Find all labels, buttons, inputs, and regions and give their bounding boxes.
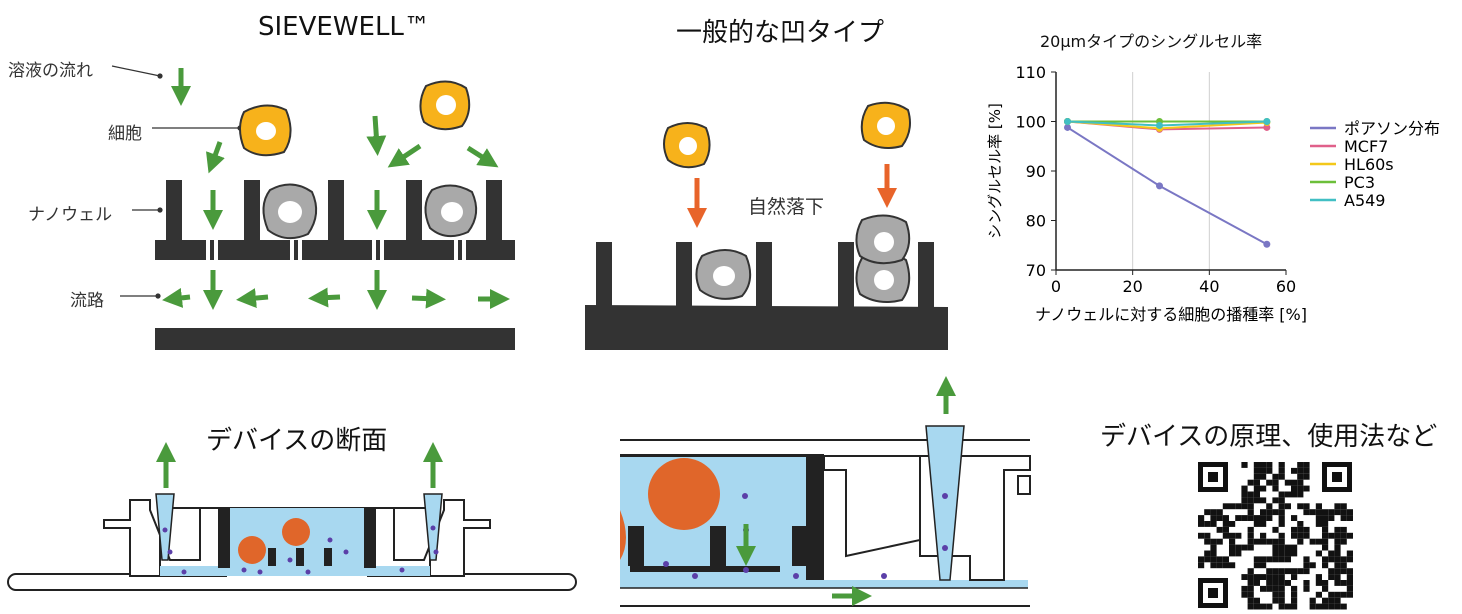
chart-title: 20µmタイプのシングルセル率	[1040, 32, 1263, 51]
y-axis-label: シングルセル率 [%]	[986, 103, 1004, 239]
conventional-structure	[585, 242, 948, 350]
legend-label: HL60s	[1344, 155, 1394, 174]
y-tick-label: 80	[1026, 212, 1046, 231]
data-point	[1263, 123, 1271, 131]
series-line	[1066, 126, 1268, 246]
y-tick-label: 110	[1015, 63, 1046, 82]
x-axis-label: ナノウェルに対する細胞の播種率 [%]	[1035, 305, 1307, 324]
x-tick-label: 0	[1051, 277, 1061, 296]
flow-label: 溶液の流れ	[8, 61, 93, 81]
x-tick-label: 40	[1199, 277, 1219, 296]
y-tick-label: 90	[1026, 162, 1046, 181]
data-point	[1156, 182, 1163, 190]
qr-title: デバイスの原理、使用法など	[1100, 422, 1438, 452]
device-title: デバイスの断面	[206, 426, 388, 456]
floating-cell	[239, 80, 471, 157]
y-tick-label: 100	[1015, 113, 1046, 132]
device-cross-section	[7, 493, 577, 591]
x-tick-label: 20	[1122, 277, 1142, 296]
y-tick-label: 70	[1026, 261, 1046, 280]
trapped-cell	[262, 183, 478, 240]
data-point	[1263, 240, 1271, 248]
legend-label: A549	[1344, 191, 1385, 210]
sievewell-structure	[155, 180, 515, 350]
legend-label: ポアソン分布	[1344, 119, 1440, 138]
legend-label: PC3	[1344, 173, 1375, 192]
data-point	[1064, 118, 1071, 125]
cell-label: 細胞	[108, 124, 142, 144]
conventional-cell	[663, 101, 911, 303]
legend-label: MCF7	[1344, 137, 1388, 156]
nanowell-label: ナノウェル	[28, 205, 113, 225]
zoomed-section	[620, 425, 1031, 607]
data-point	[1064, 123, 1071, 131]
qr-code-icon	[1196, 460, 1354, 610]
data-point	[1263, 118, 1271, 125]
natural-fall-label: 自然落下	[748, 196, 825, 218]
channel-label: 流路	[70, 291, 104, 311]
data-point	[1156, 121, 1163, 129]
sievewell-title: SIEVEWELL™	[258, 12, 430, 42]
conventional-title: 一般的な凹タイプ	[676, 18, 885, 48]
x-tick-label: 60	[1276, 277, 1296, 296]
